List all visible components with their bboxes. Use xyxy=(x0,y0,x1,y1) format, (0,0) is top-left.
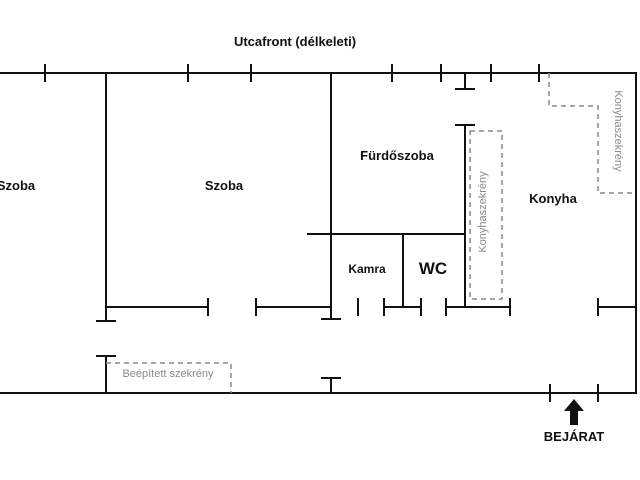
kitchen-cabinet-mid-label: Konyhaszekrény xyxy=(477,171,489,253)
room-label-bathroom: Fürdőszoba xyxy=(360,148,434,163)
entrance-label: BEJÁRAT xyxy=(544,429,604,444)
built-in-wardrobe-label: Beépített szekrény xyxy=(122,368,214,380)
room-label-kitchen: Konyha xyxy=(529,191,577,206)
entrance-arrow-icon xyxy=(564,399,584,425)
room-label-center: Szoba xyxy=(205,178,244,193)
furniture-outlines xyxy=(106,73,636,393)
street-label: Utcafront (délkeleti) xyxy=(234,34,356,49)
interior-walls xyxy=(96,72,637,394)
top-wall-ticks xyxy=(44,64,540,82)
room-label-pantry: Kamra xyxy=(348,262,386,276)
entrance-ticks xyxy=(549,384,599,402)
kitchen-cabinet-top-label: Konyhaszekrény xyxy=(612,90,624,172)
room-label-left: Szoba xyxy=(0,178,36,193)
room-label-wc: WC xyxy=(419,259,447,278)
